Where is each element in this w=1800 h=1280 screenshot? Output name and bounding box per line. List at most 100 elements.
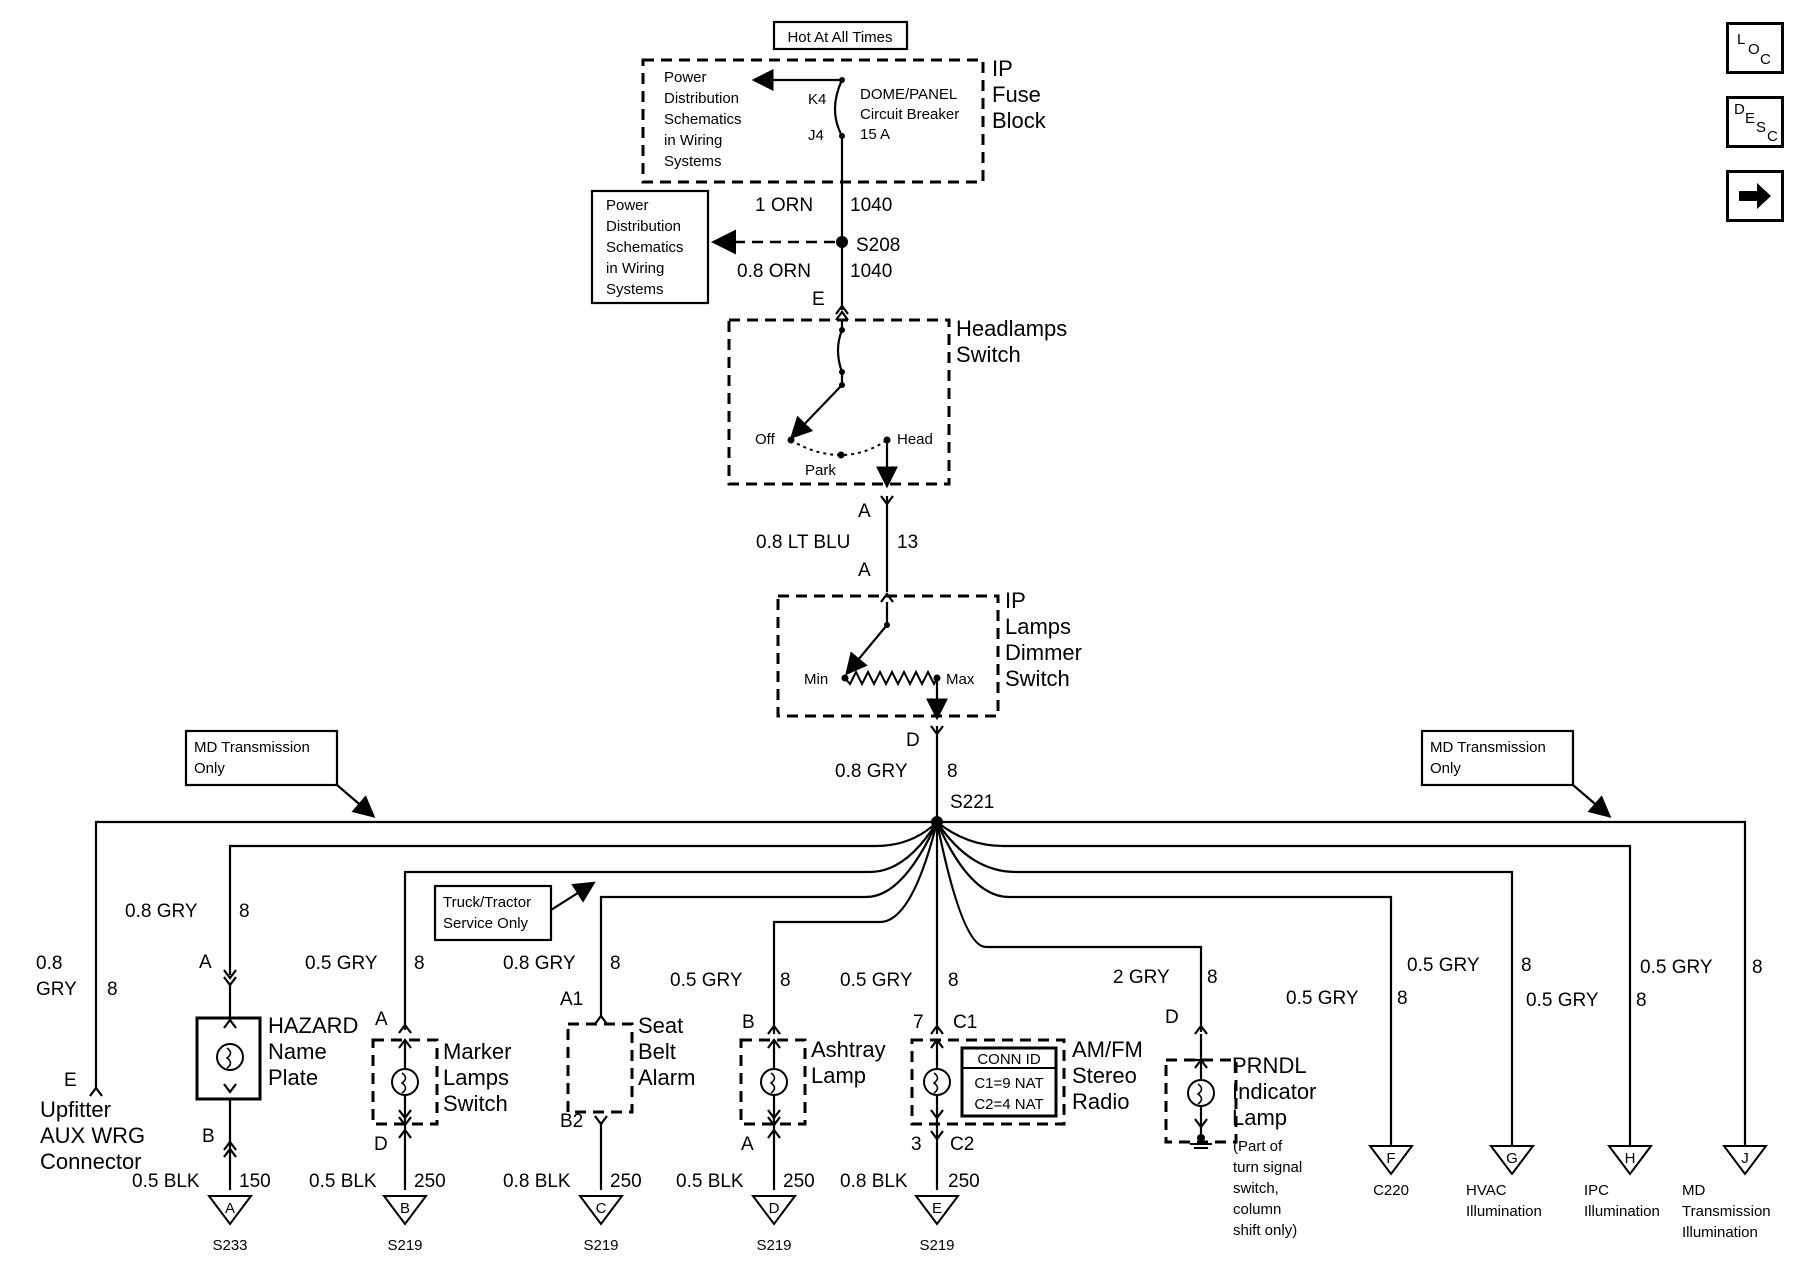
ground-b — [382, 1195, 428, 1226]
prndl-wire-in: 2 GRY — [1113, 967, 1170, 988]
branch-g-wire: 0.5 GRY — [1407, 955, 1480, 976]
fuse-block-name: IP Fuse Block — [992, 56, 1047, 133]
headlamp-pin-e: E — [812, 289, 825, 310]
headlamps-switch: E Off Park Head Headlamps Switch A — [727, 289, 1067, 522]
branch-j-wire: 0.5 GRY — [1640, 957, 1713, 978]
branch-seat-belt — [599, 821, 939, 1018]
hazard-pin-b: B — [202, 1126, 215, 1147]
note-md-left-text: MD Transmission Only — [194, 739, 314, 777]
ashtray-pin-b: B — [742, 1012, 755, 1033]
radio-circuit-in: 8 — [948, 970, 959, 991]
wire-1040-bottom-label: 0.8 ORN — [737, 261, 811, 282]
prndl-note: (Part of turn signal switch, column shif… — [1233, 1138, 1306, 1239]
fuse-pin-j4: J4 — [808, 127, 824, 144]
desc-letter-s: S — [1756, 119, 1767, 136]
ground-a — [207, 1195, 253, 1226]
note-truck-arrow — [550, 881, 596, 911]
upfitter-wire-color: GRY — [36, 979, 77, 1000]
am-fm-stereo-radio: 0.5 GRY 8 7 C1 CONN ID C1=9 NAT C2=4 NAT… — [840, 970, 1143, 1254]
ashtray-lamp: 0.5 GRY 8 B Ashtray Lamp A 0.5 BLK 250 D… — [670, 970, 886, 1254]
prndl-indicator-lamp: 2 GRY 8 D PRNDL Indicator Lamp (Part of … — [1113, 967, 1316, 1239]
ground-e — [914, 1195, 960, 1226]
hazard-name-plate: 0.8 GRY 8 A HAZARD Name Plate B 0.5 BLK … — [125, 901, 365, 1254]
branch-j-dest: MD Transmission Illumination — [1682, 1182, 1775, 1241]
branch-upfitter — [94, 820, 937, 1088]
ground-c — [578, 1195, 624, 1226]
desc-letter-e: E — [1745, 110, 1756, 127]
marker-wire-in: 0.5 GRY — [305, 953, 378, 974]
ground-d — [751, 1195, 797, 1226]
headlamp-pos-park: Park — [805, 462, 836, 479]
ground-b-ref: S219 — [387, 1237, 422, 1254]
branch-marker — [403, 821, 938, 1030]
ip-lamps-dimmer-switch: Min Max IP Lamps Dimmer Switch D — [776, 588, 1088, 751]
conn-id-title: CONN ID — [977, 1051, 1041, 1068]
seat-wire-in: 0.8 GRY — [503, 953, 576, 974]
dimmer-pos-max: Max — [946, 671, 975, 688]
loc-button[interactable]: L O C — [1726, 22, 1784, 74]
hot-at-all-times-text: Hot At All Times — [787, 29, 892, 46]
radio-outline — [910, 1038, 1066, 1126]
ashtray-circuit-out: 250 — [783, 1171, 815, 1192]
prndl-lamp-icon — [1187, 1079, 1215, 1107]
radio-circuit-out: 250 — [948, 1171, 980, 1192]
branch-g-dest: HVAC Illumination — [1466, 1182, 1542, 1220]
conn-id-c2: C2=4 NAT — [974, 1096, 1043, 1113]
connector-g-letter: G — [1506, 1150, 1518, 1167]
fuse-pin-k4: K4 — [808, 91, 826, 108]
headlamp-pin-a: A — [858, 501, 871, 522]
note-md-right-arrow — [1572, 784, 1612, 818]
hazard-wire-out: 0.5 BLK — [132, 1171, 200, 1192]
marker-circuit-out: 250 — [414, 1171, 446, 1192]
branch-wires — [94, 820, 1747, 1146]
splice-s208 — [836, 236, 848, 248]
connector-g — [1489, 1145, 1535, 1176]
ground-e-ref: S219 — [919, 1237, 954, 1254]
dimmer-pos-min: Min — [804, 671, 828, 688]
desc-button[interactable]: D E S C — [1726, 96, 1784, 148]
branch-f-wire: 0.5 GRY — [1286, 988, 1359, 1009]
ground-e-letter: E — [932, 1200, 942, 1217]
dimmer-switch-name: IP Lamps Dimmer Switch — [1005, 588, 1088, 691]
hot-at-all-times-label — [772, 20, 909, 51]
note-truck-text: Truck/Tractor Service Only — [443, 894, 535, 932]
marker-pin-d: D — [374, 1134, 388, 1155]
seat-name: Seat Belt Alarm — [638, 1013, 695, 1090]
marker-lamp-icon — [391, 1068, 419, 1096]
seat-wire-out: 0.8 BLK — [503, 1171, 571, 1192]
note-md-left — [184, 729, 339, 787]
hazard-lamp-icon — [216, 1043, 244, 1071]
branch-prndl — [935, 821, 1203, 1032]
branch-h-circuit: 8 — [1636, 990, 1647, 1011]
ashtray-wire-out: 0.5 BLK — [676, 1171, 744, 1192]
ground-c-ref: S219 — [583, 1237, 618, 1254]
branch-g-group: 0.5 GRY 8 G HVAC Illumination — [1407, 955, 1542, 1220]
wire-13-circuit: 13 — [897, 532, 918, 553]
branch-f — [935, 821, 1393, 1146]
ground-d-ref: S219 — [756, 1237, 791, 1254]
seat-pin-b2: B2 — [560, 1111, 583, 1132]
prndl-circuit-in: 8 — [1207, 967, 1218, 988]
seat-circuit-out: 250 — [610, 1171, 642, 1192]
radio-lamp-icon — [923, 1068, 951, 1096]
hazard-circuit-out: 150 — [239, 1171, 271, 1192]
note-truck-tractor — [433, 884, 553, 942]
branch-j-circuit: 8 — [1752, 957, 1763, 978]
marker-wire-out: 0.5 BLK — [309, 1171, 377, 1192]
radio-wire-out: 0.8 BLK — [840, 1171, 908, 1192]
seat-belt-alarm: 0.8 GRY 8 A1 Seat Belt Alarm B2 0.8 BLK … — [503, 953, 695, 1254]
hazard-circuit-in: 8 — [239, 901, 250, 922]
ashtray-circuit-in: 8 — [780, 970, 791, 991]
loc-letter-o: O — [1748, 41, 1760, 58]
wire-8-main-label: 0.8 GRY — [835, 761, 908, 782]
dimmer-pin-d: D — [906, 730, 920, 751]
radio-pin-3: 3 — [911, 1134, 922, 1155]
hazard-wire-in: 0.8 GRY — [125, 901, 198, 922]
hazard-name: HAZARD Name Plate — [268, 1013, 365, 1090]
next-button[interactable] — [1726, 170, 1784, 222]
prndl-pin-d: D — [1165, 1007, 1179, 1028]
upfitter-name: Upfitter AUX WRG Connector — [40, 1097, 151, 1174]
note-md-left-arrow — [336, 784, 376, 818]
upfitter-connector: 0.8 GRY 8 E Upfitter AUX WRG Connector — [36, 953, 151, 1174]
branch-h-dest: IPC Illumination — [1584, 1182, 1660, 1220]
